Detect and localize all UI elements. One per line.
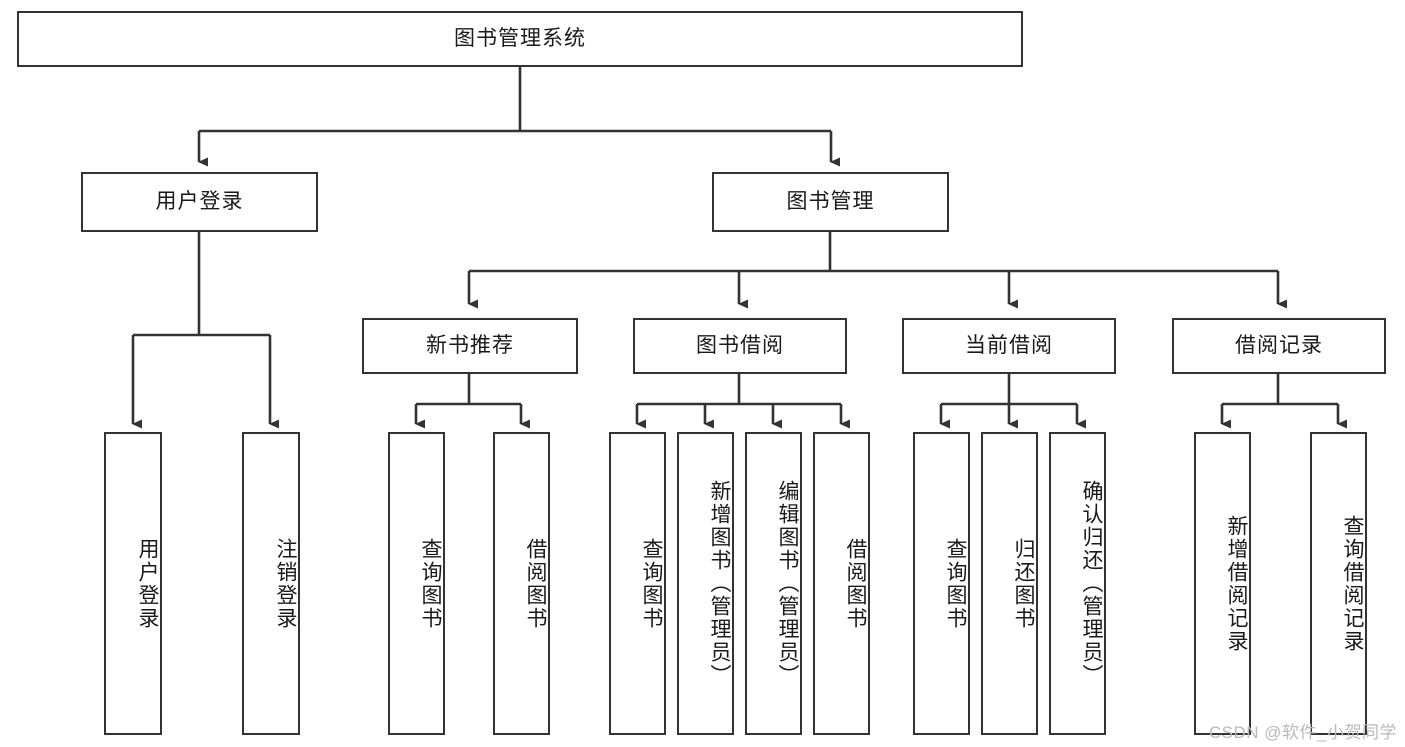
leaf-query-book-3[interactable]: 查询图书	[913, 432, 970, 735]
csdn-watermark: CSDN @软件_小贺同学	[1208, 723, 1397, 742]
leaf-query-book-1[interactable]: 查询图书	[388, 432, 445, 735]
leaf-query-record[interactable]: 查询借阅记录	[1310, 432, 1367, 735]
leaf-logout[interactable]: 注销登录	[242, 432, 300, 735]
node-user-login[interactable]: 用户登录	[81, 172, 318, 232]
leaf-edit-book[interactable]: 编辑图书（管理员）	[745, 432, 802, 735]
node-book-borrow[interactable]: 图书借阅	[633, 318, 847, 374]
leaf-query-record-label: 查询借阅记录	[1341, 514, 1364, 653]
node-book-manage[interactable]: 图书管理	[712, 172, 949, 232]
leaf-return-book-label: 归还图书	[1012, 537, 1035, 630]
leaf-user-login[interactable]: 用户登录	[104, 432, 162, 735]
leaf-query-book-3-label: 查询图书	[944, 537, 967, 630]
node-book-borrow-label: 图书借阅	[696, 334, 784, 358]
leaf-borrow-book-1-label: 借阅图书	[524, 537, 547, 630]
leaf-logout-label: 注销登录	[274, 537, 297, 630]
leaf-query-book-2[interactable]: 查询图书	[609, 432, 666, 735]
node-root[interactable]: 图书管理系统	[17, 11, 1023, 67]
leaf-query-book-2-label: 查询图书	[640, 537, 663, 630]
leaf-borrow-book-2-label: 借阅图书	[844, 537, 867, 630]
leaf-user-login-label: 用户登录	[136, 537, 159, 630]
leaf-borrow-book-1[interactable]: 借阅图书	[493, 432, 550, 735]
leaf-confirm-return[interactable]: 确认归还（管理员）	[1049, 432, 1106, 735]
leaf-confirm-return-label: 确认归还（管理员）	[1080, 480, 1103, 687]
leaf-add-record-label: 新增借阅记录	[1225, 514, 1248, 653]
node-root-label: 图书管理系统	[454, 27, 586, 51]
node-current-borrow-label: 当前借阅	[965, 334, 1053, 358]
node-borrow-record-label: 借阅记录	[1235, 334, 1323, 358]
leaf-add-book-label: 新增图书（管理员）	[708, 480, 731, 687]
node-new-book-recommend-label: 新书推荐	[426, 334, 514, 358]
leaf-add-book[interactable]: 新增图书（管理员）	[677, 432, 734, 735]
leaf-add-record[interactable]: 新增借阅记录	[1194, 432, 1251, 735]
leaf-borrow-book-2[interactable]: 借阅图书	[813, 432, 870, 735]
node-book-manage-label: 图书管理	[786, 190, 875, 214]
node-current-borrow[interactable]: 当前借阅	[902, 318, 1116, 374]
leaf-edit-book-label: 编辑图书（管理员）	[776, 480, 799, 687]
node-new-book-recommend[interactable]: 新书推荐	[362, 318, 578, 374]
node-borrow-record[interactable]: 借阅记录	[1172, 318, 1386, 374]
leaf-query-book-1-label: 查询图书	[419, 537, 442, 630]
leaf-return-book[interactable]: 归还图书	[981, 432, 1038, 735]
node-user-login-label: 用户登录	[155, 190, 244, 214]
